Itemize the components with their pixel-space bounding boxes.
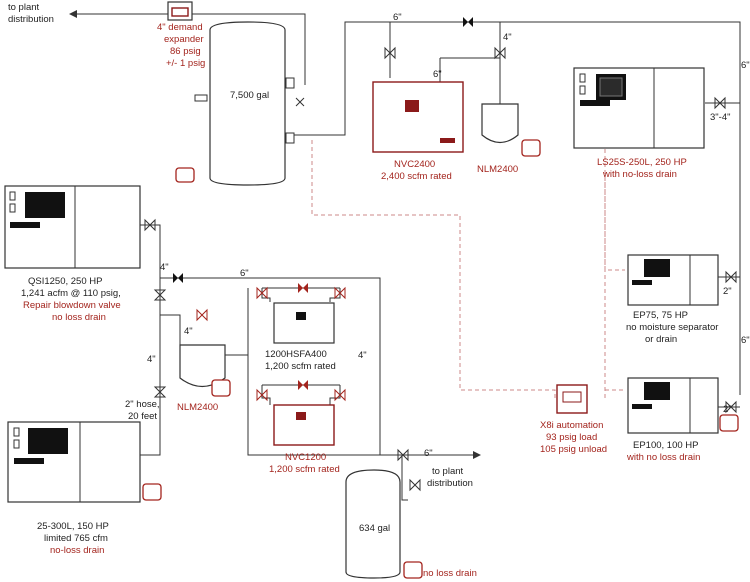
ls25-300-label: 25-300L, 150 HP limited 765 cfm (37, 516, 113, 544)
pipe-size: 6" (424, 448, 433, 459)
nvc2400-label: NVC2400 2,400 scfm rated (381, 154, 452, 182)
hsfa400-label: 1200HSFA400 1,200 scfm rated (265, 344, 336, 372)
no-loss-drain-label: no loss drain (423, 568, 477, 579)
x8i-label: X8i automation 93 psig load 105 psig unl… (540, 415, 608, 455)
nlm2400-left-separator (179, 344, 231, 397)
pipe-size: 6" (240, 268, 249, 279)
ep100-compressor (627, 377, 739, 434)
hsfa400-dryer (273, 302, 335, 344)
nlm2400-top-separator (481, 103, 541, 157)
pipe-size: 6" (741, 335, 750, 346)
nvc1200-dryer (273, 404, 335, 446)
pipe-size: 2" (723, 286, 732, 297)
x8i-controller (556, 384, 588, 414)
pipe-size: 4" (358, 350, 367, 361)
nlm2400-top-label: NLM2400 (477, 164, 518, 175)
ep100-label: EP100, 100 HP (633, 440, 699, 451)
receiver-tank-7500: 7,500 gal (194, 21, 305, 186)
pipe-size: 4" (160, 262, 169, 273)
pipe-size: 4" (184, 326, 193, 337)
nvc2400-dryer (372, 81, 464, 153)
hose-label: 2" hose, 20 feet (125, 394, 164, 422)
demand-expander-label: 4" demand expander 86 psig +/- 1 psig (157, 17, 208, 69)
tank-634-label: 634 gal (359, 523, 390, 534)
pipe-size: 3"-4" (710, 112, 730, 123)
qsi1250-label: QSI1250, 250 HP 1,241 acfm @ 110 psig, (21, 271, 121, 299)
ls25-300-compressor (7, 421, 162, 503)
ls25-300-drain-label: no-loss drain (50, 545, 104, 556)
to-plant-top-label: to plant distribution (8, 0, 54, 25)
ls25s-label: LS25S-250L, 250 HP with no-loss drain (597, 152, 691, 180)
pipe-size: 2" (723, 404, 732, 415)
nlm2400-left-label: NLM2400 (177, 402, 218, 413)
receiver-tank-634 (345, 469, 423, 579)
qsi1250-repair-label: Repair blowdown valve no loss drain (23, 295, 125, 323)
valves (144, 17, 737, 492)
ep100-drain-label: with no loss drain (626, 452, 700, 463)
pipe-size: 6" (393, 12, 402, 23)
nvc1200-label: NVC1200 1,200 scfm rated (269, 447, 340, 475)
to-plant-bottom-label: to plant distribution (427, 461, 473, 489)
ep75-label: EP75, 75 HP no moisture separator or dra… (626, 305, 723, 345)
tank-7500-label: 7,500 gal (230, 90, 269, 101)
pipe-size-labels: 6" 4" 6" 6" 3"-4" 2" 6" 2" 6" 4" 4" 4" 4… (147, 12, 750, 459)
ep75-compressor (627, 254, 719, 306)
tank-drain (175, 167, 195, 183)
pipe-size: 4" (503, 32, 512, 43)
ls25s-compressor (573, 67, 705, 149)
pipe-size: 6" (433, 69, 442, 80)
pipe-size: 4" (147, 354, 156, 365)
demand-expander (167, 1, 193, 21)
qsi1250-compressor (4, 185, 141, 269)
pipe-size: 6" (741, 60, 750, 71)
